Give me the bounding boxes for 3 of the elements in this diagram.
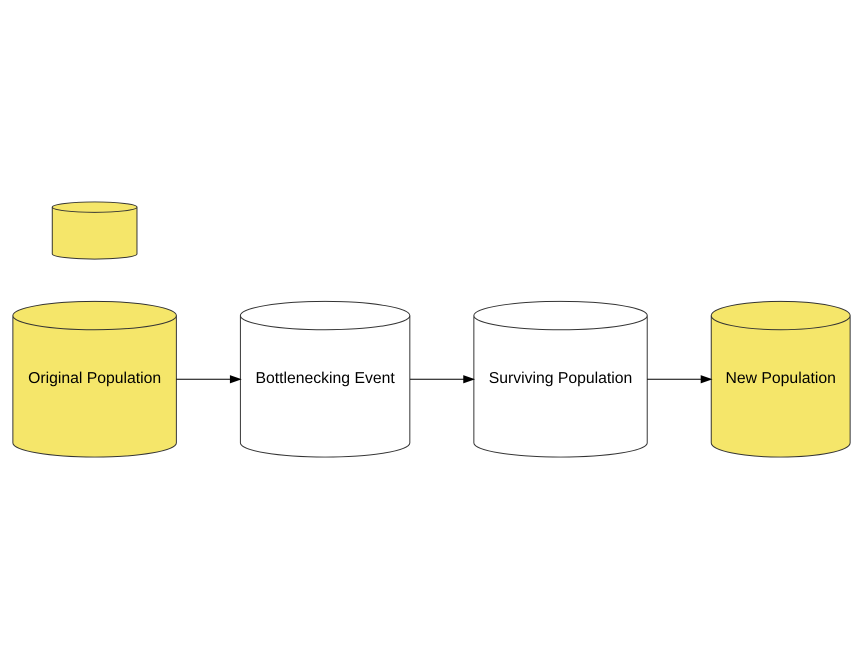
arrow (646, 375, 713, 384)
arrow (410, 375, 476, 384)
arrow (176, 375, 242, 384)
